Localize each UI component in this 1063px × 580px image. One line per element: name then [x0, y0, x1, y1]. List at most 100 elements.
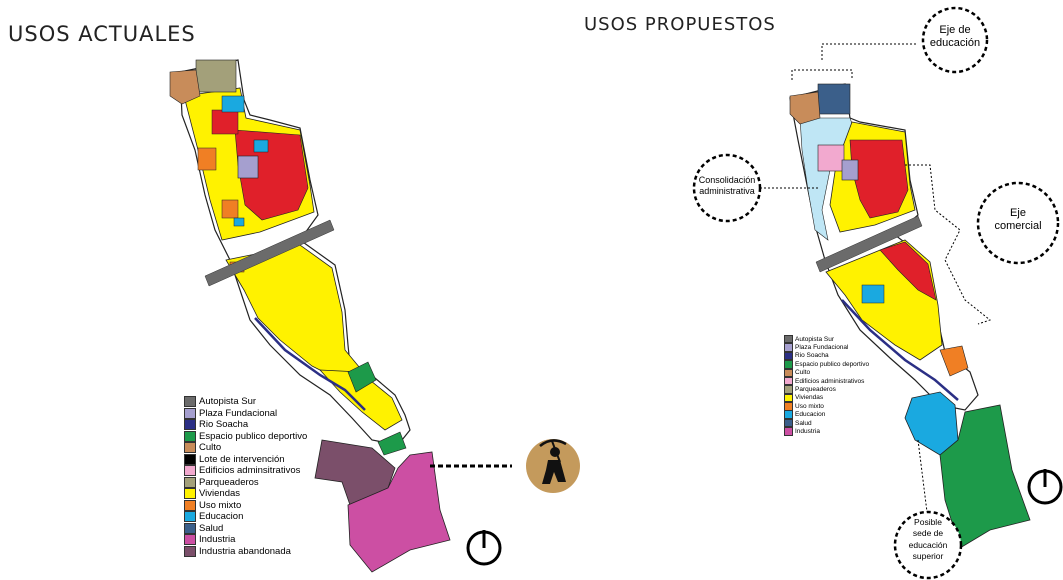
- map-left-educacion-1: [221, 95, 245, 113]
- bubble-eje-comercial-line-2: comercial: [994, 220, 1042, 233]
- bubble-posible-sede: Posible sede de educación superior: [893, 517, 963, 563]
- legend-right-label: Plaza Fundacional: [795, 344, 849, 352]
- legend-left-label: Plaza Fundacional: [199, 407, 278, 419]
- bubble-consolidacion: Consolidación administrativa: [690, 175, 764, 197]
- map-left-parqueadero: [195, 59, 237, 93]
- legend-left-label: Educacion: [199, 511, 244, 523]
- legend-right-item: Edificios administrativos: [784, 376, 869, 386]
- map-left-deportivo-2: [377, 431, 407, 456]
- map-right-educacion-superior: [904, 391, 959, 456]
- legend-right-swatch: [784, 343, 793, 352]
- map-usos-actuales: [169, 59, 580, 573]
- legend-left-swatch: [184, 430, 196, 442]
- legend-left-label: Espacio publico deportivo: [199, 430, 308, 442]
- map-right-plaza: [841, 159, 859, 181]
- bubble-eje-educacion-circle: [921, 6, 989, 74]
- legend-right-item: Uso mixto: [784, 402, 869, 411]
- legend-left-item: Rio Soacha: [184, 419, 307, 431]
- map-left-deportivo-1: [347, 361, 377, 393]
- bubble-eje-comercial: Eje comercial: [983, 207, 1053, 233]
- legend-left-item: Uso mixto: [184, 499, 307, 512]
- map-right-educacion-south: [861, 284, 885, 304]
- legend-left-swatch: [184, 511, 196, 523]
- legend-right-item: Rio Soacha: [784, 351, 869, 361]
- legend-left-item: Plaza Fundacional: [184, 407, 307, 420]
- legend-right-item: Culto: [784, 368, 869, 378]
- title-usos-propuestos: USOS PROPUESTOS: [584, 14, 776, 35]
- legend-right-swatch: [784, 368, 793, 378]
- legend-left-swatch: [184, 396, 196, 408]
- legend-left-item: Parqueaderos: [184, 476, 307, 489]
- legend-right-swatch: [784, 410, 793, 419]
- legend-left-swatch: [184, 419, 196, 431]
- legend-right-item: Espacio publico deportivo: [784, 360, 870, 369]
- bubble-eje-educacion-line-1: Eje de: [939, 24, 971, 36]
- bubble-eje-educacion-line-2: educación: [929, 37, 981, 50]
- legend-left-label: Parqueaderos: [199, 476, 259, 488]
- legend-right-swatch: [784, 427, 793, 436]
- bracket-eje-educacion-top: [791, 69, 853, 80]
- map-right-mixto: [939, 345, 969, 377]
- legend-right-label: Edificios administrativos: [795, 377, 865, 385]
- legend-left-swatch: [184, 488, 196, 500]
- legend-right-label: Educacion: [795, 411, 826, 419]
- legend-right-label: Rio Soacha: [795, 352, 829, 360]
- legend-right-swatch: [784, 351, 793, 361]
- bubble-eje-educacion: Eje de educación: [915, 24, 995, 50]
- worker-with-pickaxe-icon: [526, 439, 580, 493]
- legend-left-item: Educacion: [184, 511, 307, 523]
- bubble-posible-sede-circle: [893, 510, 963, 580]
- map-right-autopista: [815, 215, 923, 273]
- legend-left-item: Industria abandonada: [184, 545, 307, 558]
- legend-right-label: Industria: [795, 427, 820, 435]
- bracket-eje-educacion: [821, 43, 918, 60]
- map-left-comercio-block: [211, 109, 239, 135]
- legend-right-label: Espacio publico deportivo: [795, 360, 870, 368]
- legend-right-swatch: [784, 418, 793, 428]
- legend-right-item: Viviendas: [784, 393, 869, 403]
- legend-right-label: Viviendas: [795, 394, 824, 402]
- legend-right-item: Plaza Fundacional: [784, 343, 869, 352]
- legend-left-label: Autopista Sur: [199, 396, 257, 408]
- bubble-eje-comercial-line-1: Eje: [1010, 207, 1026, 219]
- legend-left-label: Culto: [199, 442, 222, 454]
- map-left-educacion-3: [233, 217, 245, 227]
- bubble-eje-comercial-circle: [976, 181, 1060, 265]
- legend-left-swatch: [184, 499, 196, 511]
- map-right-culto: [789, 91, 821, 125]
- bracket-eje-comercial: [905, 164, 992, 325]
- map-left-plaza: [237, 155, 259, 179]
- bubble-posible-sede-line-4: superior: [912, 551, 944, 562]
- map-left-rio: [254, 317, 366, 411]
- legend-left-label: Edificios adminsitrativos: [199, 465, 301, 477]
- legend-right-item: Autopista Sur: [784, 334, 869, 344]
- legend-left-swatch: [184, 522, 196, 534]
- legend-right-item: Salud: [784, 418, 869, 428]
- legend-left-item: Lote de intervención: [184, 453, 307, 466]
- bubble-consolidacion-line-1: Consolidación: [698, 175, 756, 185]
- legend-right-swatch: [784, 376, 793, 386]
- map-left-industria: [347, 451, 451, 573]
- map-right-salud: [817, 83, 851, 115]
- bubble-consolidacion-line-2: administrativa: [699, 185, 755, 196]
- legend-left-swatch: [184, 407, 196, 419]
- map-left-autopista: [204, 219, 335, 287]
- legend-left-label: Uso mixto: [199, 499, 242, 511]
- map-right-rio: [841, 299, 959, 401]
- legend-left-label: Industria: [199, 534, 236, 546]
- legend-right-swatch: [784, 334, 793, 344]
- north-arrow-icon: [1027, 469, 1063, 505]
- legend-right-label: Culto: [795, 369, 811, 377]
- legend-right-swatch: [784, 385, 793, 394]
- legend-left-item: Viviendas: [184, 488, 307, 500]
- legend-left-label: Rio Soacha: [199, 419, 249, 431]
- legend-right-label: Autopista Sur: [795, 335, 835, 343]
- legend-left-item: Autopista Sur: [184, 396, 307, 408]
- map-left-mixto-2: [221, 199, 239, 219]
- legend-left-label: Industria abandonada: [199, 545, 291, 557]
- legend-right-item: Parqueaderos: [784, 385, 869, 394]
- legend-left-label: Salud: [199, 522, 224, 534]
- map-left-educacion-2: [253, 139, 269, 153]
